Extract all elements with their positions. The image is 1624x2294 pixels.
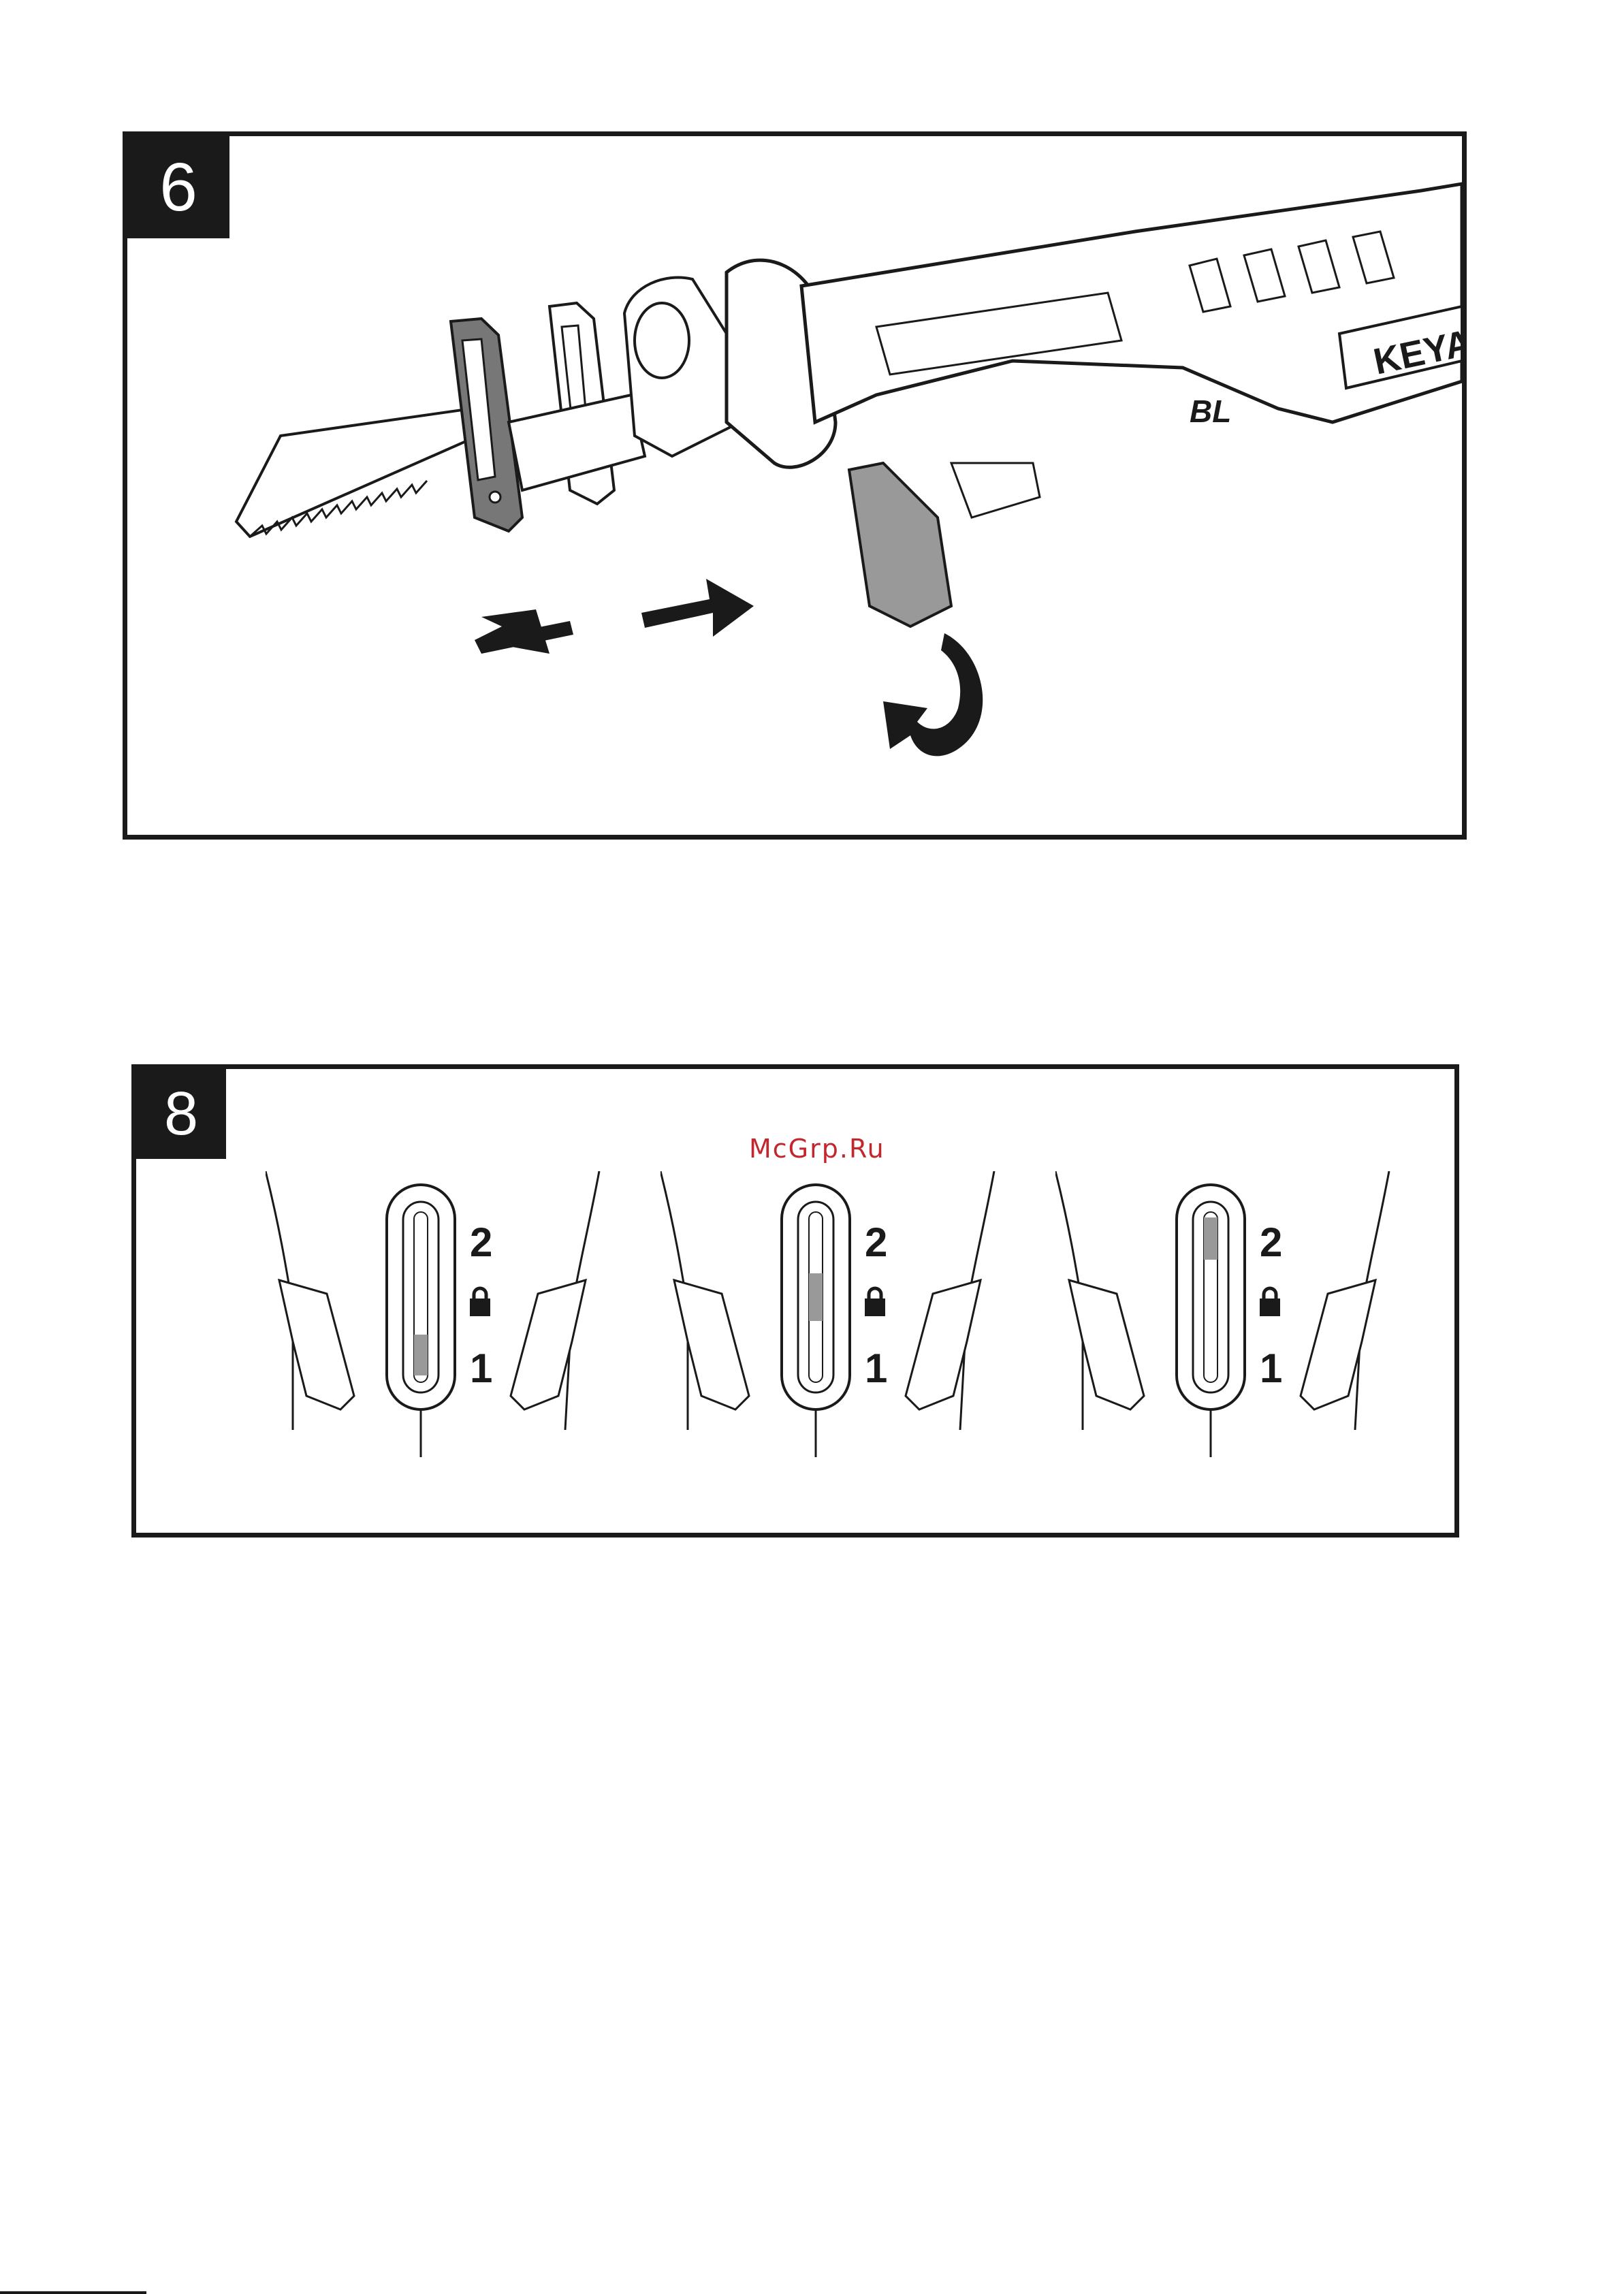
lock-icon [1260, 1288, 1280, 1316]
lock-icon [470, 1288, 490, 1316]
scale-label-1: 1 [470, 1345, 492, 1391]
figure-8-number: 8 [136, 1069, 226, 1159]
motor-badge: BL [1190, 394, 1231, 429]
scale-label-2: 2 [1260, 1220, 1282, 1265]
scale-label-2: 2 [470, 1220, 492, 1265]
footer-rule [0, 2291, 146, 2294]
saw-blade [236, 407, 481, 537]
switch-indicator [809, 1273, 823, 1321]
switch-indicator [1204, 1217, 1217, 1260]
figure-6-panel: 6 KEYA BL [123, 131, 1467, 840]
scale-label-1: 1 [1260, 1345, 1282, 1391]
switch-detail-1: 2 1 [266, 1171, 620, 1457]
blade-clamp-lever [849, 463, 951, 626]
saw-body [801, 184, 1462, 422]
watermark: McGrp.Ru [749, 1134, 885, 1164]
scale-label-2: 2 [865, 1220, 887, 1265]
switch-indicator [414, 1335, 428, 1375]
lock-icon [865, 1288, 885, 1316]
reciprocating-saw-illustration: KEYA BL [127, 136, 1462, 835]
scale-label-1: 1 [865, 1345, 887, 1391]
slide-right-arrow [641, 579, 754, 637]
switch-detail-3: 2 1 [1055, 1171, 1410, 1457]
rotate-arrow [883, 633, 983, 756]
switch-detail-2: 2 1 [660, 1171, 1015, 1457]
